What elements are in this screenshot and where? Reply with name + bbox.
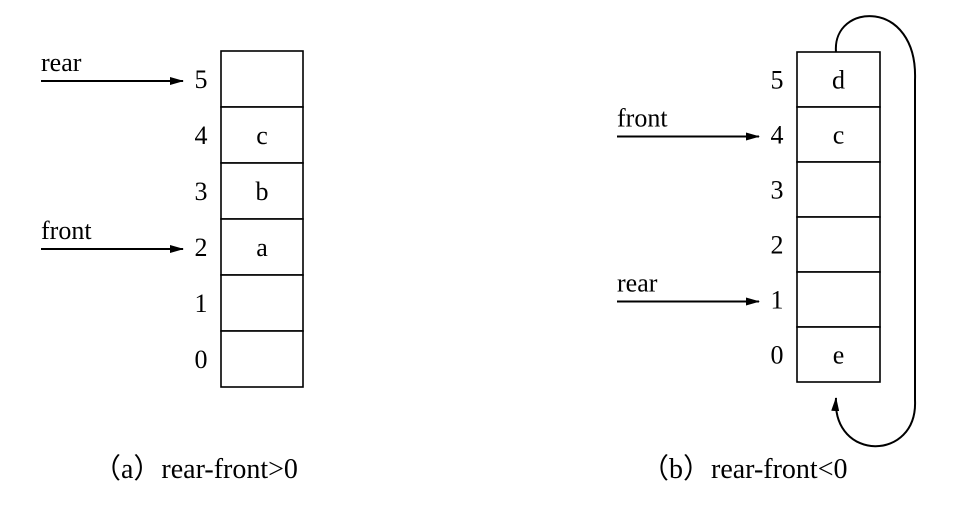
front-pointer-label: front [617,104,668,133]
cell-index-label: 5 [195,65,208,94]
cell-value: e [833,341,845,370]
queue-cell-1 [796,271,881,328]
queue-diagram-a: 5 4 c 3 b 2 a 1 0 rear front （a）rear-front>0 [41,48,304,485]
wraparound-arrow [831,15,917,448]
cell-index-label: 3 [771,176,784,205]
cell-index-label: 5 [771,66,784,95]
cell-index-label: 0 [771,341,784,370]
queue-cell-0 [796,326,881,383]
cell-index-label: 4 [771,121,784,150]
cell-value: d [832,66,845,95]
front-pointer-label: front [41,216,92,245]
queue-cell-3 [796,161,881,218]
queue-cell-0 [220,330,304,388]
cell-index-label: 4 [195,121,208,150]
rear-pointer-label: rear [41,48,82,77]
diagram-caption: （a）rear-front>0 [93,453,298,485]
diagram-caption: （b）rear-front<0 [641,453,848,485]
queue-cell-1 [220,274,304,332]
cell-value: a [256,233,268,262]
queue-cell-2 [796,216,881,273]
rear-pointer-label: rear [617,269,658,298]
queue-cell-4 [220,106,304,164]
cell-value: c [256,121,268,150]
queue-cell-3 [220,162,304,220]
cell-index-label: 3 [195,177,208,206]
cell-index-label: 1 [195,289,208,318]
cell-index-label: 2 [771,231,784,260]
cell-index-label: 1 [771,286,784,315]
cell-index-label: 0 [195,345,208,374]
cell-value: c [833,121,845,150]
cell-value: b [256,177,269,206]
queue-diagram-b: 5 d 4 c 3 2 1 0 e front rear （b）rear-front<0 [617,15,917,485]
queue-cell-5 [220,50,304,108]
cell-index-label: 2 [195,233,208,262]
